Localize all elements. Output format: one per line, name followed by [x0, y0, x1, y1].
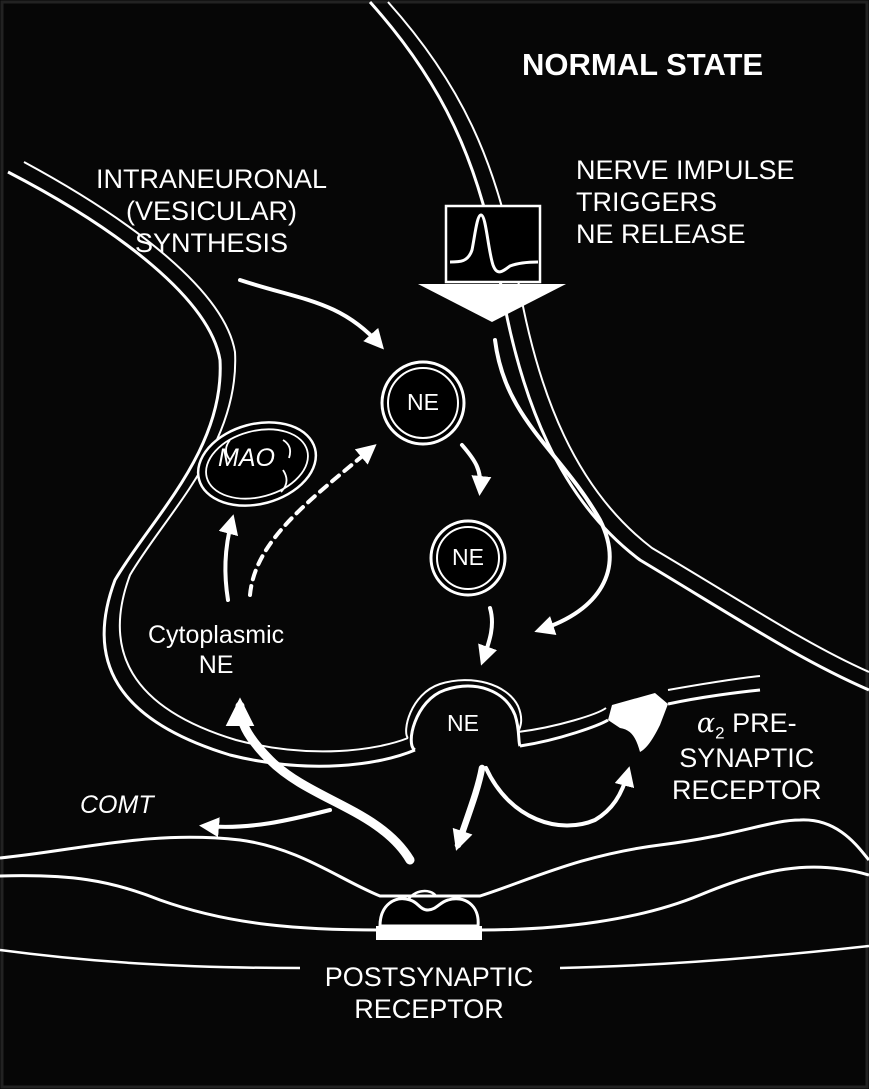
arrow-reuptake-to-cytoplasm — [240, 706, 410, 860]
cytoplasmic-label-line-2: NE — [148, 651, 284, 681]
alpha2-label-line-3: RECEPTOR — [672, 775, 822, 807]
vesicle-3-label: NE — [433, 710, 493, 737]
comt-label: COMT — [80, 791, 154, 821]
cytoplasmic-label-line-1: Cytoplasmic — [148, 621, 284, 651]
impulse-arrowhead — [418, 284, 566, 322]
vesicle-2-label: NE — [438, 544, 498, 571]
postsynaptic-label-line-2: RECEPTOR — [304, 994, 554, 1026]
arrow-synthesis-to-vesicle — [240, 280, 380, 345]
alpha-symbol: α — [697, 708, 715, 739]
synthesis-label: INTRANEURONAL (VESICULAR) SYNTHESIS — [96, 164, 327, 260]
alpha2-label-pre: PRE- — [725, 708, 797, 738]
arrow-to-comt — [205, 810, 330, 827]
nerve-impulse-waveform — [446, 206, 540, 282]
impulse-label: NERVE IMPULSE TRIGGERS NE RELEASE — [576, 155, 795, 251]
arrow-vesicle-2-to-3 — [483, 608, 492, 660]
synthesis-label-line-3: SYNTHESIS — [96, 228, 327, 260]
arrow-release-to-alpha2 — [486, 768, 628, 826]
alpha2-label-line-2: SYNAPTIC — [672, 743, 822, 775]
impulse-label-line-3: NE RELEASE — [576, 219, 795, 251]
diagram-title: NORMAL STATE — [522, 47, 763, 84]
arrow-cytoplasmic-to-mao — [225, 520, 232, 600]
alpha2-label-line-1: α2 PRE- — [672, 708, 822, 743]
postsynaptic-receptor-shape — [376, 891, 482, 940]
alpha2-presynaptic-label: α2 PRE- SYNAPTIC RECEPTOR — [672, 708, 822, 807]
arrow-release-to-postsynaptic — [458, 768, 482, 845]
cytoplasmic-label: Cytoplasmic NE — [148, 621, 284, 680]
synthesis-label-line-1: INTRANEURONAL — [96, 164, 327, 196]
alpha2-receptor-shape — [608, 693, 668, 752]
postsynaptic-label: POSTSYNAPTIC RECEPTOR — [304, 962, 554, 1026]
vesicle-1-label: NE — [393, 389, 453, 416]
arrow-vesicle-1-to-2 — [462, 445, 480, 490]
impulse-label-line-1: NERVE IMPULSE — [576, 155, 795, 187]
synthesis-label-line-2: (VESICULAR) — [96, 196, 327, 228]
postsynaptic-label-line-1: POSTSYNAPTIC — [304, 962, 554, 994]
alpha-subscript: 2 — [715, 723, 724, 742]
impulse-label-line-2: TRIGGERS — [576, 187, 795, 219]
mao-label: MAO — [218, 444, 275, 474]
